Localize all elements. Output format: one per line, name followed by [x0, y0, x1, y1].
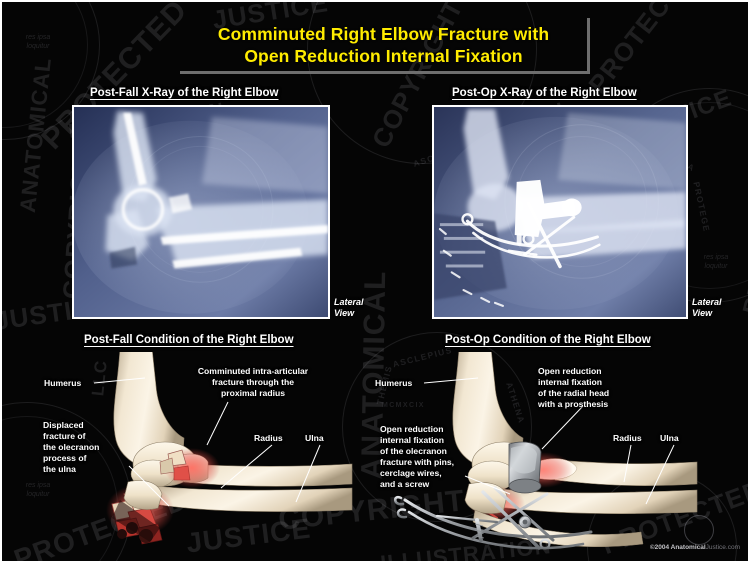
- label-displaced-line2: fracture of: [43, 431, 86, 441]
- header-xray-postop: Post-Op X-Ray of the Right Elbow: [452, 87, 637, 99]
- xray-image-postop: [432, 105, 688, 319]
- label-ulna-right: Ulna: [660, 433, 679, 443]
- poster-title: Comminuted Right Elbow Fracture with Ope…: [180, 18, 590, 74]
- watermark-protege-right: PROTEGE: [691, 180, 712, 234]
- label-ulna-left: Ulna: [305, 433, 324, 443]
- label-olecranon-line4: fracture with pins,: [380, 457, 455, 467]
- watermark-res-ipsa-xray: res ipsa loquitur: [688, 254, 744, 272]
- credit-domain: Justice.com: [705, 544, 740, 551]
- label-humerus-right: Humerus: [375, 378, 413, 388]
- watermark-res-ipsa-top: res ipsa loquitur: [8, 34, 68, 52]
- watermark-res-ipsa-x1: res ipsa: [703, 254, 729, 261]
- label-radial-line4: with a prosthesis: [538, 399, 609, 409]
- xray-postop-svg: [434, 107, 686, 317]
- label-displaced-line4: process of: [43, 453, 87, 463]
- label-orif-radial-head-right: Open reduction internal fixation of the …: [538, 366, 678, 410]
- label-olecranon-line3: of the olecranon: [380, 446, 447, 456]
- bone-ulna-left: [153, 485, 353, 512]
- label-radial-line2: internal fixation: [538, 377, 602, 387]
- lateral-view-right-line2: View: [692, 308, 713, 318]
- title-line-2: Open Reduction Internal Fixation: [244, 46, 523, 66]
- implant-pins: [435, 486, 555, 550]
- label-displaced-olecranon-left: Displaced fracture of the olecranon proc…: [43, 420, 133, 475]
- header-illus-postfall: Post-Fall Condition of the Right Elbow: [84, 334, 294, 346]
- label-radial-line1: Open reduction: [538, 366, 602, 376]
- xray-image-postfall: [72, 105, 330, 319]
- title-line-1: Comminuted Right Elbow Fracture with: [217, 24, 550, 44]
- label-radius-right: Radius: [613, 433, 642, 443]
- implant-radial-head-prosthesis: [508, 441, 542, 494]
- label-radius-left: Radius: [254, 433, 283, 443]
- lateral-view-right-line1: Lateral: [692, 297, 722, 307]
- watermark-res-ipsa-line1: res ipsa: [25, 34, 51, 41]
- watermark-protected-right: PROTECTED: [582, 0, 711, 100]
- watermark-anatomical-left: ANATOMICAL: [14, 56, 57, 214]
- label-displaced-line1: Displaced: [43, 420, 84, 430]
- label-olecranon-line2: internal fixation: [380, 435, 444, 445]
- watermark-res-ipsa-line2: loquitur: [26, 42, 50, 50]
- label-radial-line3: of the radial head: [538, 388, 610, 398]
- credit-text: ©2004 Anatomical: [649, 544, 706, 551]
- xray-postfall-svg: [74, 107, 328, 317]
- label-comminuted-line3: proximal radius: [221, 388, 285, 398]
- label-displaced-line5: the ulna: [43, 464, 76, 474]
- copyright-credit: ©2004 AnatomicalJustice.com: [650, 544, 740, 551]
- label-comminuted-radius-left: Comminuted intra-articular fracture thro…: [178, 366, 328, 399]
- label-orif-olecranon-right: Open reduction internal fixation of the …: [380, 424, 485, 490]
- watermark-res-ipsa-x2: loquitur: [704, 262, 728, 270]
- lateral-view-left-line1: Lateral: [334, 297, 364, 307]
- label-olecranon-line1: Open reduction: [380, 424, 444, 434]
- label-displaced-line3: the olecranon: [43, 442, 100, 452]
- label-comminuted-line2: fracture through the: [211, 377, 295, 387]
- label-olecranon-line5: cerclage wires,: [380, 468, 442, 478]
- label-olecranon-line6: and a screw: [380, 479, 430, 489]
- label-comminuted-line1: Comminuted intra-articular: [197, 366, 309, 376]
- lateral-view-label-left: Lateral View: [334, 297, 364, 319]
- implant-screw: [474, 515, 551, 550]
- header-illus-postop: Post-Op Condition of the Right Elbow: [445, 334, 651, 346]
- label-humerus-left: Humerus: [44, 378, 82, 388]
- lateral-view-label-right: Lateral View: [692, 297, 722, 319]
- watermark-protected-right2: PROTECTED: [737, 158, 750, 318]
- credit-seal-icon: [684, 515, 714, 545]
- lateral-view-left-line2: View: [334, 308, 355, 318]
- header-xray-postfall: Post-Fall X-Ray of the Right Elbow: [90, 87, 279, 99]
